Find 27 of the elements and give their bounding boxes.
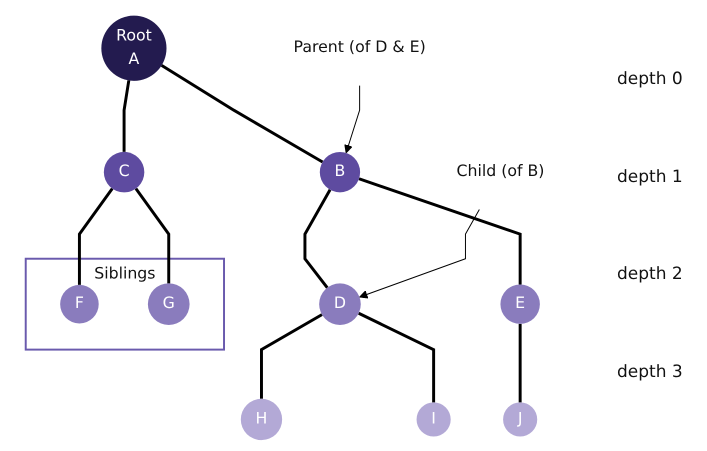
- node-circle: I: [416, 402, 450, 437]
- node-circle: H: [240, 398, 282, 440]
- node-circle: G: [148, 283, 190, 326]
- connector: [358, 177, 522, 284]
- connector: [134, 188, 170, 284]
- node-circle: D: [318, 283, 361, 325]
- node-circle: C: [104, 152, 144, 192]
- connector: [78, 188, 114, 285]
- node-circle: F: [60, 284, 98, 324]
- connector: [358, 312, 435, 402]
- connector: [260, 313, 322, 399]
- depth-label: depth 1: [617, 166, 684, 187]
- node-circle: J: [502, 402, 538, 437]
- depth-label: depth 2: [617, 264, 684, 284]
- connector: [160, 64, 324, 164]
- connector: [122, 80, 130, 152]
- node-circle: E: [500, 284, 540, 324]
- node-text: Child (of B): [456, 161, 544, 180]
- node-text: Parent (of D & E): [293, 37, 426, 56]
- connector: [303, 189, 332, 289]
- depth-label: depth 0: [617, 68, 684, 89]
- node-circle: B: [320, 152, 360, 192]
- arrow: [344, 85, 360, 154]
- connector: [518, 324, 522, 402]
- arrow: [358, 209, 480, 298]
- node-circle: Root A: [101, 16, 166, 81]
- depth-label: depth 3: [617, 362, 684, 382]
